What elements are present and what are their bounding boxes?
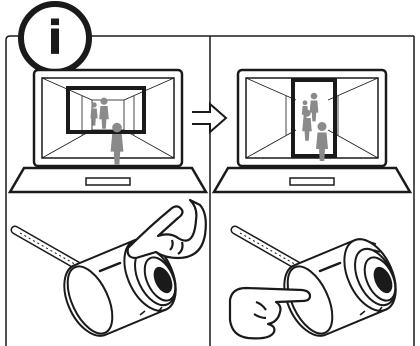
laptop-icon-before [7, 68, 209, 194]
arrow-right-icon [192, 101, 228, 135]
finger-touch-side-icon [228, 286, 312, 340]
touchpad [289, 177, 335, 186]
frame-top-left [5, 35, 20, 60]
touchpad [85, 177, 131, 186]
corridor-view-portrait [245, 77, 379, 159]
info-glyph: i [47, 11, 63, 65]
crop-frame-landscape [66, 86, 146, 134]
laptop-icon-after [211, 68, 413, 194]
finger-touch-top-icon [126, 198, 207, 260]
info-icon: i [18, 1, 92, 75]
crop-frame-portrait [291, 78, 337, 158]
